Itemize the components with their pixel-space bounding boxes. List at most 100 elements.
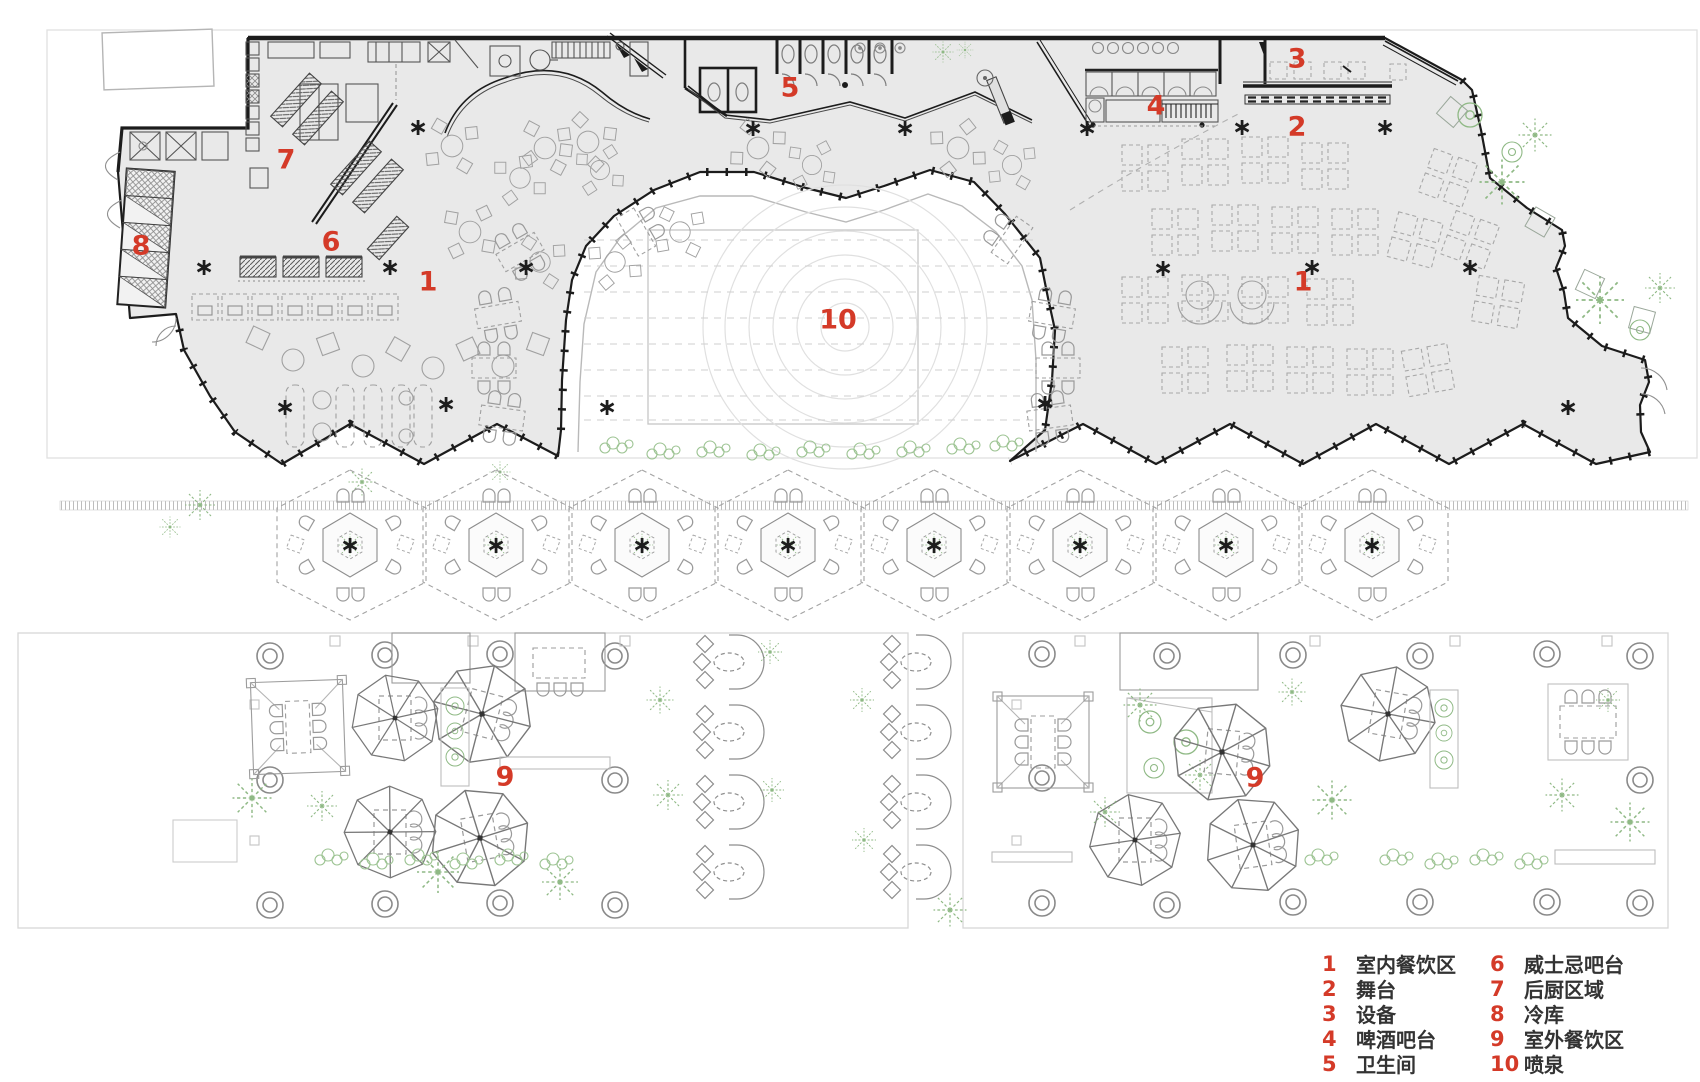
column-marker-icon: ∗ (742, 114, 764, 142)
column-marker-icon: ∗ (1301, 253, 1323, 281)
pavilion-row (277, 470, 1448, 620)
right-terrace (991, 632, 1656, 919)
column-marker-icon: ∗ (515, 253, 537, 281)
curved-wall (444, 69, 651, 138)
plan-label-8-1: 8 (131, 230, 151, 262)
legend-label: 冷库 (1524, 1003, 1564, 1027)
column-marker-icon: ∗ (1076, 114, 1098, 142)
cold-storage (116, 167, 176, 309)
equipment-column (245, 41, 269, 189)
walkway-strip (59, 500, 1689, 511)
legend-label: 威士忌吧台 (1524, 953, 1624, 977)
legend-row-1: 1 室内餐饮区 (1322, 951, 1456, 978)
plan-label-9-11: 9 (1245, 762, 1265, 794)
column-marker-icon: ∗ (1069, 531, 1091, 559)
fountain-courtyard (577, 184, 1037, 470)
plan-label-1-8: 1 (1293, 266, 1313, 298)
column-marker-icon: ∗ (631, 531, 653, 559)
planter-strip (1429, 689, 1459, 789)
legend-number: 3 (1322, 1001, 1337, 1026)
column-marker-icon: ∗ (339, 531, 361, 559)
legend-label: 后厨区域 (1524, 978, 1604, 1002)
column-marker-icon: ∗ (1459, 253, 1481, 281)
plan-label-6-2: 6 (321, 226, 341, 258)
legend-number: 9 (1490, 1026, 1505, 1051)
legend-label: 室外餐饮区 (1524, 1028, 1624, 1052)
door-arcs (104, 151, 1668, 415)
plan-label-9-10: 9 (495, 761, 515, 793)
legend-number: 6 (1490, 951, 1505, 976)
legend-row-6: 6 威士忌吧台 (1490, 951, 1624, 978)
column-marker-icon: ∗ (1361, 531, 1383, 559)
column-marker-icon: ∗ (1215, 531, 1237, 559)
column-marker-icon: ∗ (1374, 113, 1396, 141)
column-marker-icon: ∗ (379, 253, 401, 281)
legend-number: 8 (1490, 1001, 1505, 1026)
column-marker-icon: ∗ (193, 253, 215, 281)
column-marker-icon: ∗ (1231, 113, 1253, 141)
column-marker-icon: ∗ (1034, 389, 1056, 417)
fountain-circles (702, 184, 988, 470)
plan-label-5-4: 5 (780, 72, 800, 104)
exterior-plants (159, 95, 1676, 538)
pass-counters (269, 72, 410, 261)
plan-label-7-0: 7 (276, 144, 296, 176)
stage-walls (1218, 38, 1392, 105)
legend-number: 7 (1490, 976, 1505, 1001)
restrooms (683, 38, 894, 118)
arched-booth-columns (692, 634, 968, 928)
legend-label: 室内餐饮区 (1356, 953, 1456, 977)
planter-strip (440, 687, 470, 787)
legend-number: 4 (1322, 1026, 1337, 1051)
legend-label: 喷泉 (1524, 1053, 1564, 1077)
beer-bar (976, 41, 1219, 128)
legend-row-4: 4 啤酒吧台 (1322, 1026, 1456, 1053)
courtyard-right-seating (980, 211, 1081, 447)
entry-ramp (606, 32, 667, 79)
equipment-area (1269, 61, 1407, 81)
left-dining-furniture (191, 109, 706, 448)
whisky-bar (238, 255, 366, 282)
kitchen-wing-equipment (129, 131, 229, 161)
kitchen-top-items (367, 39, 649, 100)
column-marker-icon: ∗ (923, 531, 945, 559)
winding-wall (687, 85, 1033, 124)
plan-label-2-7: 2 (1287, 111, 1307, 143)
column-markers-grid (1028, 640, 1654, 919)
water-lines (584, 239, 1034, 421)
plan-label-10-9: 10 (819, 304, 857, 336)
interior-walls (104, 32, 1668, 415)
column-marker-icon: ∗ (894, 114, 916, 142)
right-dining-furniture (980, 111, 1526, 447)
courtyard-left-seating (471, 204, 668, 447)
legend-row-8: 8 冷库 (1490, 1001, 1624, 1028)
plan-label-1-3: 1 (418, 266, 438, 298)
keg-circles (1091, 41, 1180, 55)
column-marker-icon: ∗ (435, 390, 457, 418)
column-marker-icon: ∗ (596, 393, 618, 421)
building-footprint (116, 35, 1654, 469)
column-marker-icon: ∗ (1557, 393, 1579, 421)
column-marker-icon: ∗ (1152, 254, 1174, 282)
legend-label: 啤酒吧台 (1356, 1028, 1436, 1052)
column-marker-icon: ∗ (777, 531, 799, 559)
legend-label: 卫生间 (1356, 1053, 1416, 1077)
sawtooth-wall (1382, 40, 1459, 86)
left-terrace (172, 632, 684, 919)
legend-row-9: 9 室外餐饮区 (1490, 1026, 1624, 1053)
legend-number: 10 (1490, 1051, 1520, 1076)
column-marker-icon: ∗ (485, 531, 507, 559)
legend-label: 设备 (1356, 1003, 1396, 1027)
legend-number: 1 (1322, 951, 1337, 976)
plan-label-3-6: 3 (1287, 43, 1307, 75)
bar-diagonal-wall (1036, 39, 1094, 128)
column-marker-icon: ∗ (274, 393, 296, 421)
legend-row-7: 7 后厨区域 (1490, 976, 1624, 1003)
site-rectangle (101, 28, 215, 91)
